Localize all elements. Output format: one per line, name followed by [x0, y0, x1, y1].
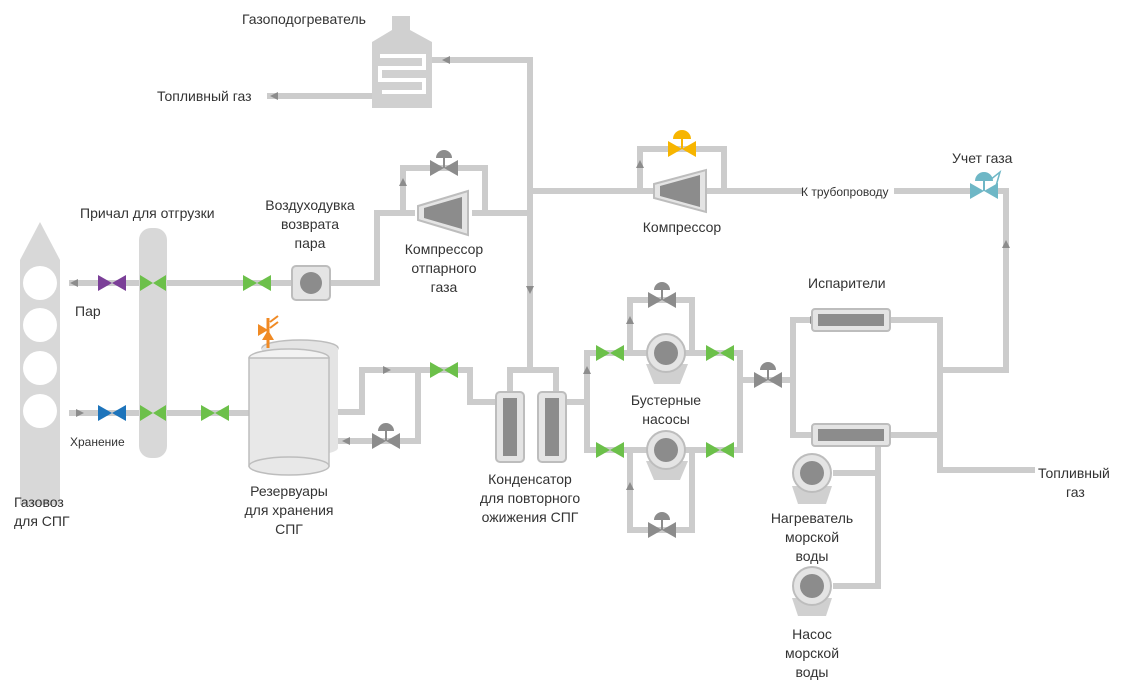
lng-carrier — [20, 222, 60, 505]
valve-booster1-in-icon — [596, 345, 610, 361]
arrow-booster-top-bypass — [626, 316, 634, 324]
label-blower-2: возврата — [281, 216, 339, 232]
valve-booster2-in-icon — [596, 442, 610, 458]
label-metering: Учет газа — [952, 150, 1013, 166]
valve-tank-out-icon — [430, 362, 444, 378]
label-carrier-1: Газовоз — [14, 494, 64, 510]
gas-heater — [372, 16, 432, 108]
label-sw-heater-3: воды — [796, 548, 829, 564]
control-valve-vaporizer-icon — [754, 362, 782, 388]
vaporizer-top — [811, 308, 891, 332]
valve-booster1-out-icon — [706, 345, 720, 361]
arrow-tank-out — [383, 366, 391, 374]
label-fuel-gas-right-1: Топливный — [1038, 465, 1110, 481]
hp-compressor — [653, 168, 707, 214]
label-bog-comp-2: отпарного — [411, 260, 476, 276]
arrow-storage — [76, 409, 84, 417]
control-valve-tank-return-icon — [372, 423, 400, 449]
label-loading-berth: Причал для отгрузки — [80, 205, 215, 221]
arrow-booster-bot-bypass — [626, 482, 634, 490]
pipe-tank-return — [337, 369, 421, 444]
valve-berth-storage-icon — [140, 405, 153, 421]
relief-valve-icon — [258, 315, 279, 348]
flow-arrows — [70, 56, 1010, 490]
label-fuel-gas-right-2: газ — [1066, 484, 1085, 500]
label-compressor: Компрессор — [643, 219, 722, 235]
label-booster-1: Бустерные — [631, 392, 701, 408]
vapour-return-blower — [291, 265, 331, 301]
carrier-tank-1 — [23, 266, 57, 300]
valve-storage-icon — [98, 405, 112, 421]
label-sw-pump-3: воды — [796, 664, 829, 680]
valve-berth-vapour-icon — [140, 275, 153, 291]
label-sw-heater-1: Нагреватель — [771, 510, 853, 526]
label-sw-pump-1: Насос — [792, 626, 832, 642]
label-bog-comp-1: Компрессор — [405, 241, 484, 257]
arrow-vapour — [70, 279, 78, 287]
heater-coil — [378, 54, 426, 94]
loading-berth — [139, 228, 167, 458]
pipe-condenser-top — [507, 367, 559, 395]
recondenser — [495, 391, 567, 463]
label-condenser-3: ожижения СПГ — [482, 509, 579, 525]
arrow-bog-bypass — [399, 178, 407, 186]
lng-storage-tanks — [248, 339, 339, 476]
arrow-fuel-top — [270, 92, 278, 100]
label-bog-comp-3: газа — [431, 279, 458, 295]
bog-compressor — [417, 189, 469, 237]
pipe-fuel-gas-right — [937, 427, 1035, 473]
label-sw-pump-2: морской — [785, 645, 839, 661]
valve-booster2-out-icon — [706, 442, 720, 458]
control-valve-compressor-bypass-icon — [668, 130, 696, 157]
arrow-tank-return — [342, 437, 350, 445]
label-tanks-1: Резервуары — [250, 483, 328, 499]
seawater-heater — [792, 453, 832, 504]
valve-blower-in-icon — [243, 275, 257, 291]
pipe-blower-bog — [327, 210, 415, 286]
pipe-metering-return — [937, 188, 1009, 373]
arrow-metering-up — [1002, 240, 1010, 248]
label-gas-heater: Газоподогреватель — [242, 11, 366, 27]
arrow-heater-in — [442, 56, 450, 64]
vaporizer-bottom — [811, 423, 891, 447]
label-carrier-2: для СПГ — [14, 513, 70, 529]
label-condenser-2: для повторного — [480, 490, 580, 506]
arrow-booster-up — [583, 366, 591, 374]
label-booster-2: насосы — [642, 411, 690, 427]
label-blower-3: пара — [295, 235, 326, 251]
label-fuel-gas-top: Топливный газ — [157, 88, 252, 104]
pipe-vaporizer-out — [887, 317, 943, 438]
label-to-pipeline: К трубопроводу — [801, 185, 889, 199]
control-valve-bog-bypass-icon — [430, 150, 458, 176]
arrow-header-down — [526, 286, 534, 294]
control-valve-booster-bottom-icon — [648, 512, 676, 538]
label-condenser-1: Конденсатор — [488, 471, 572, 487]
carrier-tank-4 — [23, 394, 57, 428]
pipe-condenser-booster-bot — [584, 399, 648, 453]
arrow-comp-bypass — [636, 160, 644, 168]
pipe-vaporizer-manifold — [790, 317, 815, 438]
label-tanks-2: для хранения — [244, 502, 333, 518]
valve-vapour-icon — [98, 275, 112, 291]
carrier-tank-2 — [23, 308, 57, 342]
labels: Газоподогреватель Топливный газ Причал д… — [14, 11, 1110, 680]
label-storage: Хранение — [70, 435, 125, 449]
valve-tank-in-icon — [201, 405, 215, 421]
carrier-tank-3 — [23, 351, 57, 385]
label-vapour: Пар — [75, 303, 101, 319]
label-blower-1: Воздуходувка — [265, 197, 355, 213]
pipe-sw-pump — [833, 470, 881, 589]
seawater-pump — [792, 566, 832, 616]
label-vaporizers: Испарители — [808, 275, 886, 291]
label-tanks-3: СПГ — [275, 521, 303, 537]
booster-pump-top — [646, 333, 688, 384]
booster-pump-bottom — [646, 430, 688, 480]
label-sw-heater-2: морской — [785, 529, 839, 545]
metering-valve-icon — [970, 169, 1002, 199]
control-valve-booster-top-icon — [648, 282, 676, 308]
valves — [98, 130, 1002, 538]
